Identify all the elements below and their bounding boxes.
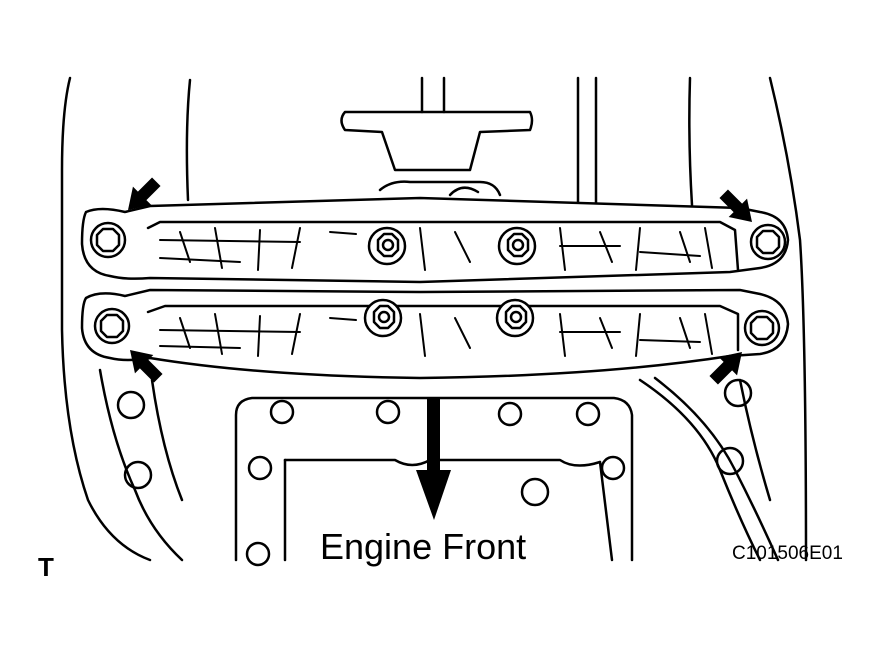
engine-block-outline-right xyxy=(576,76,808,562)
corner-mark: T xyxy=(38,552,54,582)
oil-pan xyxy=(234,376,780,567)
pointer-arrow-icon xyxy=(130,350,163,383)
engine-block-outline xyxy=(60,76,192,562)
stiffener-plate-lower xyxy=(80,288,790,380)
pointer-arrow-icon xyxy=(128,177,161,210)
figure-id: C101506E01 xyxy=(732,543,843,564)
stiffener-plate-upper xyxy=(80,196,790,284)
pointer-arrow-icon xyxy=(719,189,752,222)
pointer-arrow-icon xyxy=(709,352,742,385)
down-arrow-icon xyxy=(416,398,451,520)
oil-strainer-pickup xyxy=(340,76,534,197)
engine-front-label: Engine Front xyxy=(320,526,527,567)
